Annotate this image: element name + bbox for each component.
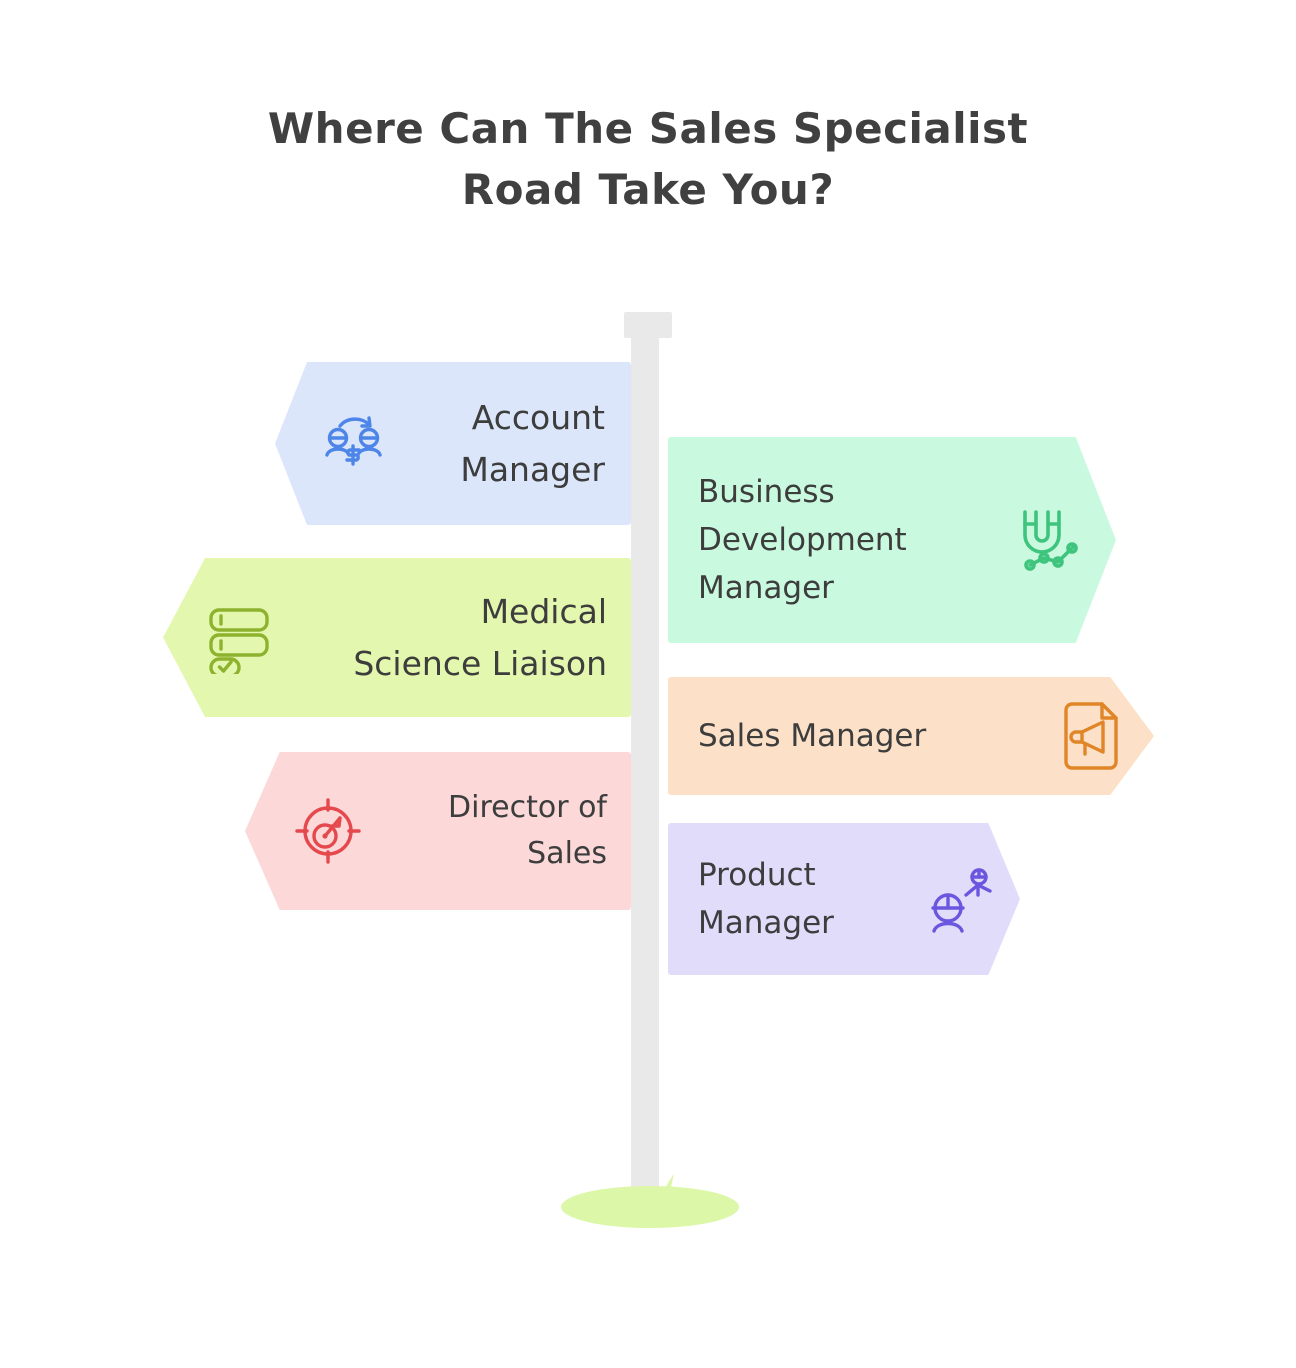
- document-megaphone-icon: [1058, 700, 1124, 772]
- sign-sales-manager-label: Sales Manager: [698, 717, 927, 754]
- page-title-line-2: Road Take You?: [461, 165, 835, 214]
- server-stack-check-icon: [203, 602, 275, 674]
- sign-sales-manager[interactable]: Sales Manager: [668, 677, 1154, 795]
- page-title: Where Can The Sales Specialist Road Take…: [0, 98, 1296, 220]
- sign-business-development-manager[interactable]: Business Development Manager: [668, 437, 1116, 643]
- sign-account-manager-label: Account Manager: [460, 398, 605, 489]
- grass-blades-icon: [636, 1168, 696, 1216]
- page-title-line-1: Where Can The Sales Specialist: [267, 104, 1029, 153]
- sign-medical-science-liaison[interactable]: Medical Science Liaison: [163, 558, 631, 717]
- sign-medical-science-liaison-label: Medical Science Liaison: [353, 592, 607, 683]
- target-arrow-icon: [293, 796, 363, 866]
- sign-product-manager[interactable]: Product Manager: [668, 823, 1020, 975]
- grass-mound: [561, 1186, 739, 1228]
- signpost-shaft: [631, 334, 659, 1206]
- sign-director-of-sales-label: Director of Sales: [448, 789, 607, 872]
- sign-business-development-manager-label: Business Development Manager: [698, 473, 907, 607]
- signpost-cap: [624, 312, 672, 338]
- sign-product-manager-label: Product Manager: [698, 856, 834, 941]
- sign-director-of-sales[interactable]: Director of Sales: [245, 752, 631, 910]
- magnet-growth-chart-icon: [1006, 502, 1082, 578]
- people-leadership-icon: [922, 863, 994, 935]
- people-money-exchange-icon: [319, 408, 391, 480]
- sign-account-manager[interactable]: Account Manager: [275, 362, 631, 525]
